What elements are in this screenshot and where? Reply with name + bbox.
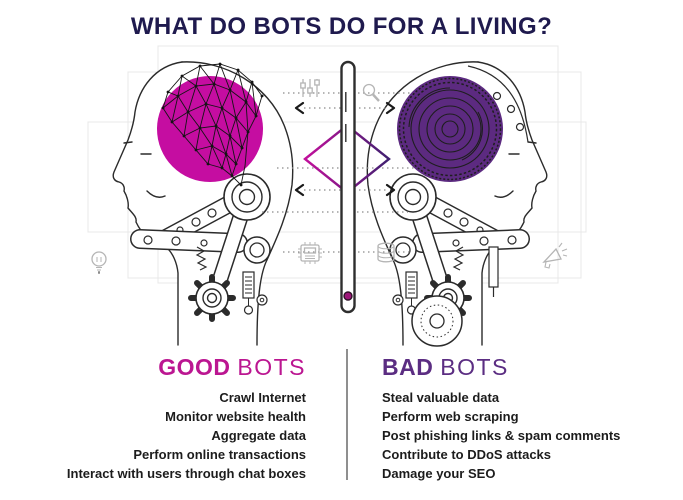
pink-brain-circle [157,76,263,182]
page-title: WHAT DO BOTS DO FOR A LIVING? [130,13,553,40]
sliders-icon [300,79,320,97]
list-item: Steal valuable data [382,390,500,405]
database-icon [377,242,395,263]
list-item: Perform web scraping [382,409,519,424]
bad-bots-column: BAD BOTS Steal valuable data Perform web… [382,355,672,483]
gear-brain-rings [398,77,502,181]
list-item: Crawl Internet [219,390,306,405]
bad-bot-head [367,62,546,347]
neck-wheel [411,246,499,347]
list-item: Interact with users through chat boxes [66,466,306,481]
phone-home-dot [343,291,353,301]
skull-plate-rivets [467,65,529,143]
list-item: Post phishing links & spam comments [382,428,621,443]
list-item: Perform online transactions [133,447,306,462]
good-bots-heading: GOOD BOTS [6,355,306,379]
good-bots-list: Crawl Internet Monitor website health Ag… [6,388,306,483]
bad-bots-heading: BAD BOTS [382,355,672,379]
good-bots-heading-strong: GOOD [158,354,231,380]
smartphone-divider [340,60,356,314]
list-item: Damage your SEO [382,466,496,481]
column-divider [346,349,348,480]
good-bot-head [113,62,292,347]
lightbulb-icon [91,251,107,274]
magnifying-glass-icon [362,83,380,102]
bad-bots-heading-strong: BAD [382,354,434,380]
megaphone-icon [542,242,568,269]
list-item: Monitor website health [165,409,306,424]
bad-bots-list: Steal valuable data Perform web scraping… [382,388,672,483]
neural-network-mesh [161,62,264,187]
list-item: Contribute to DDoS attacks [382,447,552,462]
arrowheads [294,101,396,197]
good-bots-column: GOOD BOTS Crawl Internet Monitor website… [6,355,306,483]
list-item: Aggregate data [211,428,306,443]
good-bots-heading-light: BOTS [237,354,306,380]
purple-brain-circle [397,76,503,182]
gradient-diamond [303,123,391,195]
bad-bots-heading-light: BOTS [440,354,509,380]
cpu-chip-icon [298,242,322,264]
